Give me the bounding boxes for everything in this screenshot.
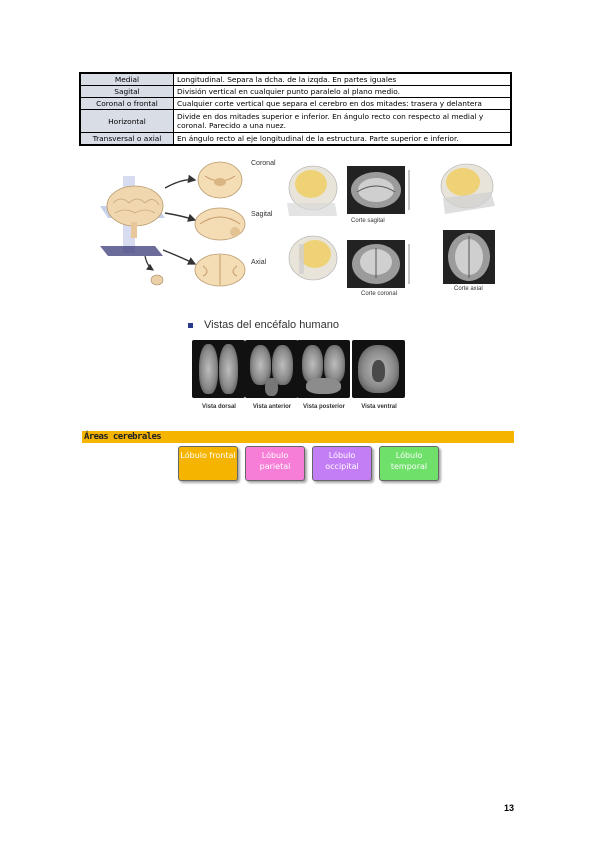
- definition-cell: Cualquier corte vertical que separa el c…: [173, 97, 512, 110]
- caption-vista-posterior: Vista posterior: [303, 404, 345, 410]
- definition-cell: Divide en dos mitades superior e inferio…: [173, 109, 512, 133]
- caption-vista-anterior: Vista anterior: [252, 404, 292, 410]
- areas-title: Áreas cerebrales: [84, 432, 162, 442]
- definition-cell: Longitudinal. Separa la dcha. de la izqd…: [173, 72, 512, 86]
- term-cell: Medial: [79, 72, 174, 86]
- page-number: 13: [504, 803, 515, 813]
- caption-vista-ventral: Vista ventral: [361, 404, 397, 410]
- planes-table: Medial Longitudinal. Separa la dcha. de …: [79, 72, 512, 146]
- label-corte-axial: Corte axial: [454, 286, 483, 292]
- lobe-frontal-box: Lóbulo frontal: [178, 446, 238, 481]
- label-axial: Axial: [251, 259, 267, 266]
- label-corte-coronal: Corte coronal: [361, 291, 398, 297]
- caption-vista-dorsal: Vista dorsal: [202, 404, 236, 410]
- scan-vista-dorsal: [192, 340, 245, 398]
- table-row: Medial Longitudinal. Separa la dcha. de …: [79, 72, 512, 86]
- table-row: Horizontal Divide en dos mitades superio…: [79, 109, 512, 133]
- lobe-occipital-box: Lóbulo occipital: [312, 446, 372, 481]
- scan-vista-ventral: [352, 340, 405, 398]
- bullet-icon: [188, 323, 193, 328]
- areas-header-bar: [82, 431, 514, 443]
- table-row: Coronal o frontal Cualquier corte vertic…: [79, 97, 512, 110]
- label-sagital: Sagital: [251, 211, 273, 218]
- lobe-parietal-box: Lóbulo parietal: [245, 446, 305, 481]
- scan-vista-posterior: [297, 340, 350, 398]
- lobe-temporal-box: Lóbulo temporal: [379, 446, 439, 481]
- definition-cell: En ángulo recto al eje longitudinal de l…: [173, 132, 512, 146]
- mri-sections-illustration: [285, 158, 510, 298]
- table-row: Transversal o axial En ángulo recto al e…: [79, 132, 512, 146]
- vistas-title: Vistas del encéfalo humano: [204, 319, 339, 331]
- term-cell: Coronal o frontal: [79, 97, 174, 110]
- term-cell: Sagital: [79, 85, 174, 98]
- anatomical-planes-illustration: [95, 158, 280, 298]
- term-cell: Horizontal: [79, 109, 174, 133]
- label-corte-sagital: Corte sagital: [351, 218, 385, 224]
- definition-cell: División vertical en cualquier punto par…: [173, 85, 512, 98]
- label-coronal: Coronal: [251, 160, 276, 167]
- term-cell: Transversal o axial: [79, 132, 174, 146]
- scan-vista-anterior: [245, 340, 298, 398]
- table-row: Sagital División vertical en cualquier p…: [79, 85, 512, 98]
